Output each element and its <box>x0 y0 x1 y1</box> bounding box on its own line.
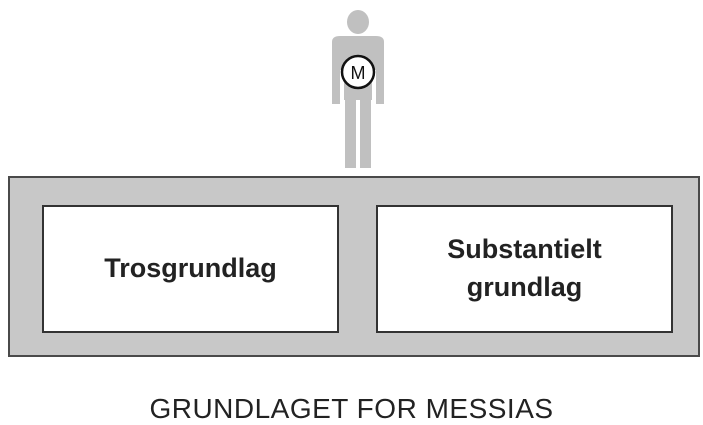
figure-badge-letter: M <box>351 63 366 83</box>
diagram-caption: GRUNDLAGET FOR MESSIAS <box>149 393 554 424</box>
faith-foundation-label: Trosgrundlag <box>104 253 277 284</box>
substantial-foundation-label-line2: grundlag <box>466 272 583 302</box>
foundation-platform: Trosgrundlag Substantielt grundlag <box>8 176 700 357</box>
substantial-foundation-label-line1: Substantielt <box>447 234 602 265</box>
messiah-figure-icon: M <box>326 8 390 170</box>
faith-foundation-box: Trosgrundlag <box>42 205 339 333</box>
substantial-foundation-box: Substantielt grundlag <box>376 205 673 333</box>
